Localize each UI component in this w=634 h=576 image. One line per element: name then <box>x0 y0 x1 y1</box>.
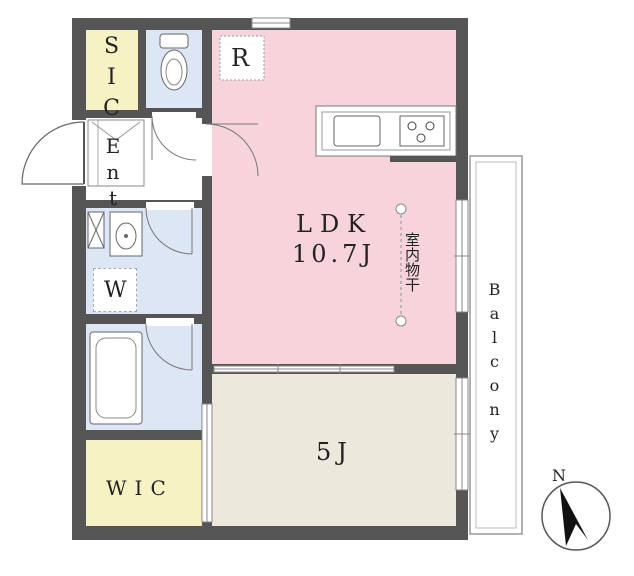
refrigerator-mark: R <box>231 44 250 72</box>
western-room <box>212 374 456 526</box>
stove <box>399 115 445 147</box>
wic-room <box>86 440 202 526</box>
balcony-inner <box>475 161 517 529</box>
washing-machine-pan <box>87 211 105 249</box>
wic-label: WIC <box>106 476 174 500</box>
ldk-door-swing <box>205 123 259 177</box>
sink <box>333 115 381 147</box>
drying-label: 室内物干 <box>403 232 421 292</box>
washroom-label-box <box>93 268 137 312</box>
toilet-door-swing <box>151 115 197 161</box>
compass-icon <box>541 481 611 551</box>
sic-room <box>86 30 138 110</box>
toilet-fixture <box>159 33 189 91</box>
entrance-door-opening <box>72 120 88 186</box>
wash-basin <box>109 211 143 257</box>
western-room-size: 5J <box>316 438 353 466</box>
refrigerator-space <box>219 35 265 81</box>
bathtub <box>89 331 143 425</box>
balcony-label: Balcony <box>485 280 504 448</box>
kitchen-counter <box>315 105 457 157</box>
balcony-window <box>454 377 470 491</box>
drying-rail <box>395 203 407 327</box>
ldk-room <box>212 30 456 364</box>
washroom-label: W <box>104 278 127 303</box>
ldk-name: LDK <box>296 210 374 238</box>
wall-segment <box>202 30 212 526</box>
balcony-window <box>454 199 470 313</box>
entrance-door-swing <box>21 121 85 185</box>
balcony <box>469 155 523 535</box>
sliding-door <box>213 364 395 374</box>
entrance-label: Ent <box>101 134 125 212</box>
sic-label: SIC <box>99 34 124 127</box>
compass-north-label: N <box>552 466 566 485</box>
ldk-size: 10.7J <box>292 240 376 268</box>
